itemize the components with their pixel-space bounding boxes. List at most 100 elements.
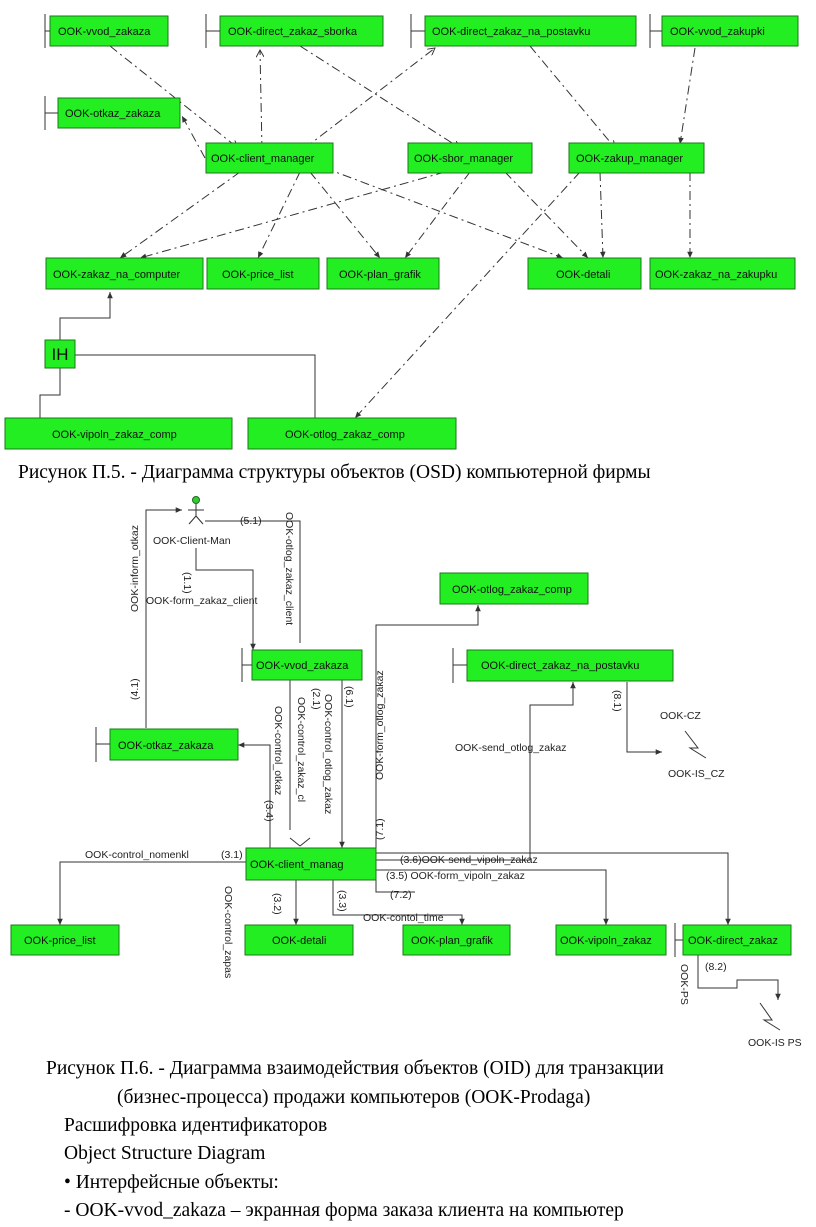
ih-to-vipoln-line <box>39 368 61 418</box>
osd-otkaz-zakaza-label: OOK-otkaz_zakaza <box>65 108 161 120</box>
label-control-zapas: OOK-control_zapas <box>222 886 234 978</box>
label-2-1: (2.1) <box>310 688 322 710</box>
oid-direct-postavku: OOK-direct_zakaz_na_postavku <box>452 648 674 683</box>
text-line-2: Object Structure Diagram <box>64 1143 266 1164</box>
oid-diagram: OOK-Client-Man <box>10 496 802 1049</box>
osd-plan-grafik: OOK-plan_grafik <box>326 257 440 290</box>
label-8-2: (8.2) <box>705 961 727 973</box>
oid-links <box>57 507 781 1000</box>
text-line-1: Расшифровка идентификаторов <box>64 1115 328 1136</box>
label-control-otlog: OOK-control_otlog_zakaz <box>322 694 334 814</box>
ih-to-otlog-line <box>75 354 316 418</box>
text-line-4: - OOK-vvod_zakaza – экранная форма заказ… <box>64 1200 624 1221</box>
oid-direct-zakaz: OOK-direct_zakaz <box>674 923 792 957</box>
osd-zakaz-na-computer-label: OOK-zakaz_na_computer <box>53 269 181 281</box>
is-cz-lightning-icon <box>684 730 707 759</box>
label-send-vipoln: (3.6)OOK-send_vipoln_zakaz <box>400 854 538 866</box>
label-3-1: (3.1) <box>221 849 243 861</box>
label-send-otlog: OOK-send_otlog_zakaz <box>455 742 566 754</box>
oid-vipoln-zakaz: OOK-vipoln_zakaz <box>555 924 667 956</box>
oid-client-man-label: OOK-Client-Man <box>153 535 231 547</box>
oid-direct-zakaz-label: OOK-direct_zakaz <box>688 935 778 947</box>
label-8-1: (8.1) <box>611 690 623 712</box>
oid-vvod-zakaza-label: OOK-vvod_zakaza <box>256 660 349 672</box>
label-form-zakaz-client: OOK-form_zakaz_client <box>146 595 258 607</box>
osd-vipoln-zakaz-comp-label: OOK-vipoln_zakaz_comp <box>52 429 177 441</box>
label-otlog-client: OOK-otlog_zakaz_client <box>283 512 295 625</box>
osd-vvod-zakupki: OOK-vvod_zakupki <box>649 14 799 48</box>
label-ps: OOK-PS <box>678 964 690 1005</box>
osd-client-manager-label: OOK-client_manager <box>211 153 315 165</box>
actor-figure-icon <box>188 496 204 525</box>
oid-is-cz-label: OOK-IS_CZ <box>668 768 725 780</box>
osd-sbor-manager-label: OOK-sbor_manager <box>414 153 513 165</box>
label-control-nomenkl: OOK-control_nomenkl <box>85 849 189 861</box>
oid-vvod-zakaza: OOK-vvod_zakaza <box>241 648 363 682</box>
label-4-1: (4.1) <box>129 678 141 700</box>
osd-price-list: OOK-price_list <box>206 257 320 290</box>
oid-otkaz-zakaza-label: OOK-otkaz_zakaza <box>118 740 214 752</box>
osd-diagram: OOK-vvod_zakaza OOK-direct_zakaz_sborka … <box>4 14 799 450</box>
ih-to-zakaz-line <box>59 292 113 340</box>
osd-vvod-zakaza-label: OOK-vvod_zakaza <box>58 26 151 38</box>
osd-otkaz-zakaza: OOK-otkaz_zakaza <box>44 96 181 130</box>
label-7-1: (7.1) <box>374 818 386 840</box>
oid-detali-label: OOK-detali <box>272 935 326 947</box>
label-cz: OOK-CZ <box>660 710 701 722</box>
osd-price-list-label: OOK-price_list <box>222 269 294 281</box>
osd-vvod-zakaza: OOK-vvod_zakaza <box>44 14 169 48</box>
label-control-zakaz-cl: OOK-control_zakaz_cl <box>295 697 307 802</box>
oid-otlog-zakaz-comp-label: OOK-otlog_zakaz_comp <box>452 584 572 596</box>
osd-direct-postavku-label: OOK-direct_zakaz_na_postavku <box>432 26 590 38</box>
text-line-3: • Интерфейсные объекты: <box>64 1172 279 1193</box>
osd-ih-label: IH <box>52 345 69 364</box>
is-ps-lightning-icon <box>759 1002 781 1031</box>
label-1-1: (1.1) <box>181 572 193 594</box>
osd-zakaz-na-computer: OOK-zakaz_na_computer <box>45 257 204 290</box>
oid-price-list: OOK-price_list <box>10 924 120 956</box>
oid-caption-line2: (бизнес-процесса) продажи компьютеров (O… <box>117 1087 591 1108</box>
osd-client-manager: OOK-client_manager <box>205 142 334 174</box>
osd-detali: OOK-detali <box>527 257 642 290</box>
osd-vvod-zakupki-label: OOK-vvod_zakupki <box>670 26 765 38</box>
osd-sbor-manager: OOK-sbor_manager <box>407 142 533 174</box>
osd-otlog-zakaz-comp: OOK-otlog_zakaz_comp <box>247 417 457 450</box>
oid-client-manag: OOK-client_manag <box>245 837 377 881</box>
label-control-time: OOK-contol_time <box>363 912 444 924</box>
oid-otlog-zakaz-comp: OOK-otlog_zakaz_comp <box>439 572 589 605</box>
osd-plan-grafik-label: OOK-plan_grafik <box>339 269 421 281</box>
oid-vipoln-zakaz-label: OOK-vipoln_zakaz <box>560 935 652 947</box>
label-6-1: (6.1) <box>343 686 355 708</box>
osd-otlog-zakaz-comp-label: OOK-otlog_zakaz_comp <box>285 429 405 441</box>
oid-plan-grafik-label: OOK-plan_grafik <box>411 935 493 947</box>
oid-caption-line1: Рисунок П.6. - Диаграмма взаимодействия … <box>46 1058 664 1079</box>
osd-direct-postavku: OOK-direct_zakaz_na_postavku <box>410 14 637 48</box>
label-inform-otkaz: OOK-inform_otkaz <box>129 525 141 612</box>
osd-ih-node: IH <box>44 339 76 369</box>
label-3-3: (3.3) <box>336 890 348 912</box>
osd-direct-sborka-label: OOK-direct_zakaz_sborka <box>228 26 358 38</box>
label-3-4: (3.4) <box>263 800 275 822</box>
label-3-2: (3.2) <box>271 893 283 915</box>
label-control-otkaz: OOK-control_otkaz <box>272 706 284 795</box>
label-5-1: (5.1) <box>240 515 262 527</box>
oid-client-manag-label: OOK-client_manag <box>250 859 344 871</box>
osd-direct-sborka: OOK-direct_zakaz_sborka <box>205 14 384 48</box>
oid-otkaz-zakaza: OOK-otkaz_zakaza <box>95 727 239 762</box>
osd-caption: Рисунок П.5. - Диаграмма структуры объек… <box>18 462 651 483</box>
oid-detali: OOK-detali <box>244 924 354 956</box>
osd-zakup-manager-label: OOK-zakup_manager <box>576 153 683 165</box>
label-form-otlog: OOK-form_otlog_zakaz <box>374 670 386 780</box>
label-7-2: (7.2) <box>390 889 412 901</box>
oid-plan-grafik: OOK-plan_grafik <box>402 924 511 956</box>
osd-links <box>109 45 696 419</box>
oid-direct-postavku-label: OOK-direct_zakaz_na_postavku <box>481 660 639 672</box>
osd-zakup-manager: OOK-zakup_manager <box>568 142 705 174</box>
osd-vipoln-zakaz-comp: OOK-vipoln_zakaz_comp <box>4 417 233 450</box>
osd-zakaz-na-zakupku-label: OOK-zakaz_na_zakupku <box>655 269 777 281</box>
oid-price-list-label: OOK-price_list <box>24 935 96 947</box>
oid-is-ps-label: OOK-IS PS <box>748 1037 802 1049</box>
osd-zakaz-na-zakupku: OOK-zakaz_na_zakupku <box>649 257 796 290</box>
label-form-vipoln: (3.5) OOK-form_vipoln_zakaz <box>386 870 525 882</box>
